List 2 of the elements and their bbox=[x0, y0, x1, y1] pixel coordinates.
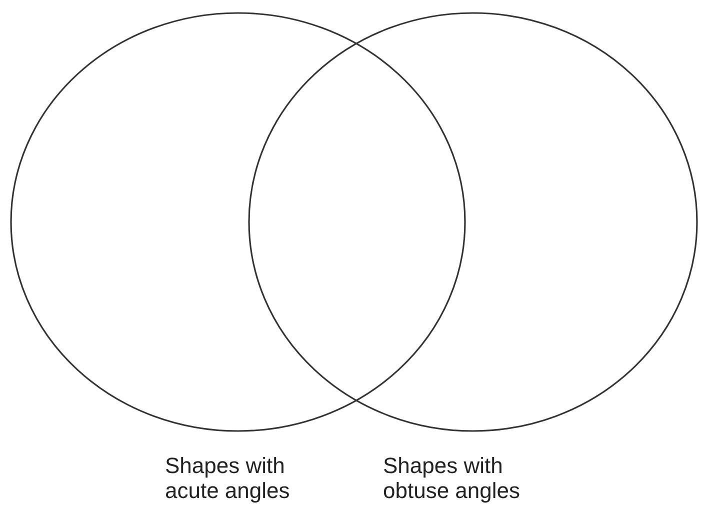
set-label: Shapes with obtuse angles bbox=[383, 453, 521, 503]
set-label: Shapes with acute angles bbox=[165, 453, 291, 503]
